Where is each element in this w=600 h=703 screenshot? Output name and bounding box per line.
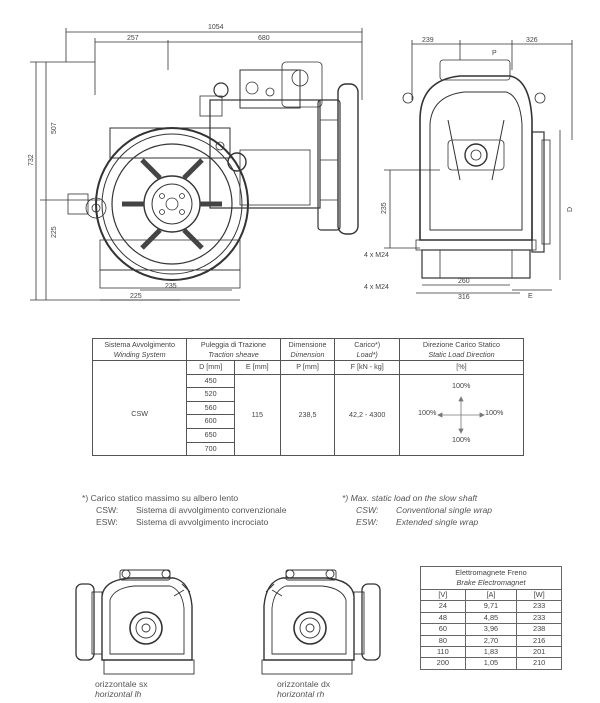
caption-rh: orizzontale dx horizontal rh: [277, 679, 330, 699]
dim-bottom-outer: 225: [130, 293, 142, 300]
dim-overall: 1054: [208, 24, 224, 31]
d-value: 600: [186, 414, 235, 429]
note-title-en: *) Max. static load on the slow shaft: [342, 493, 478, 503]
dim-d: D: [567, 207, 574, 212]
dim-left: 257: [127, 35, 139, 42]
dim-top-right: 326: [526, 37, 538, 44]
note-value: Sistema di avvolgimento incrociato: [136, 517, 269, 527]
unit-p: P [mm]: [279, 360, 336, 375]
notes-english: *) Max. static load on the slow shaft CS…: [342, 492, 492, 528]
caption-rh-en: horizontal rh: [277, 689, 325, 699]
e-value: 115: [233, 373, 281, 457]
dir-left: 100%: [417, 407, 437, 417]
d-value: 700: [186, 441, 235, 457]
p-value: 238,5: [279, 373, 336, 457]
view-lh-drawing: [75, 569, 195, 675]
note-key: CSW:: [96, 505, 119, 515]
dir-down: 100%: [451, 434, 471, 444]
dim-h-total: 732: [28, 154, 35, 166]
dim-top-left: 239: [422, 37, 434, 44]
side-view-drawing: 239 P 326 D 235 4 x M24 4 x M24 260 316 …: [364, 37, 574, 301]
caption-rh-it: orizzontale dx: [277, 679, 331, 689]
note-value: Extended single wrap: [396, 517, 479, 527]
brake-hdr-w: [W]: [516, 588, 562, 602]
caption-lh-it: orizzontale sx: [95, 679, 148, 689]
d-value: 560: [186, 400, 235, 416]
brake-title-en: Brake Electromagnet: [456, 578, 526, 587]
unit-pct: [%]: [398, 360, 525, 375]
dim-h-lower: 225: [51, 226, 58, 238]
note-value: Conventional single wrap: [396, 505, 493, 515]
note-title-it: *) Carico statico massimo su albero lent…: [82, 493, 239, 503]
dim-mid: 680: [258, 35, 270, 42]
dim-top-p: P: [492, 50, 497, 57]
view-rh-drawing: [261, 569, 381, 675]
brake-header-row: [V] [A] [W]: [420, 588, 562, 602]
dim-h: 235: [381, 202, 388, 214]
caption-lh-en: horizontal lh: [95, 689, 142, 699]
dim-h-upper: 507: [51, 122, 58, 134]
unit-f: F [kN - kg]: [334, 360, 400, 375]
brake-hdr-a: [A]: [464, 588, 518, 602]
d-value: 520: [186, 387, 235, 402]
spec-units-row: D [mm] E [mm] P [mm] F [kN - kg] [%]: [91, 360, 525, 375]
unit-d: D [mm]: [186, 360, 235, 375]
dim-bottom-inner: 235: [165, 283, 177, 290]
notes-italian: *) Carico statico massimo su albero lent…: [82, 492, 286, 528]
direction-arrows-icon: [437, 395, 485, 434]
d-value: 450: [186, 373, 235, 389]
dir-right: 100%: [484, 407, 504, 417]
front-view-drawing: 1054 257 680 732 507 225 235 225: [28, 24, 363, 301]
brake-title-it: Elettromagnete Freno: [455, 568, 527, 577]
dim-base-inner: 260: [458, 278, 470, 285]
direction-cell: 100% 100% 100% 100%: [398, 373, 525, 457]
dim-bolt1: 4 x M24: [364, 252, 389, 259]
note-key: CSW:: [356, 505, 379, 515]
system-cell: CSW: [91, 374, 188, 457]
unit-e: E [mm]: [233, 360, 281, 375]
d-value: 650: [186, 427, 235, 443]
note-key: ESW:: [96, 517, 118, 527]
dim-base-outer: 316: [458, 294, 470, 301]
brake-hdr-v: [V]: [420, 588, 466, 602]
dim-e: E: [528, 293, 533, 300]
caption-lh: orizzontale sx horizontal lh: [95, 679, 148, 699]
dir-up: 100%: [451, 380, 471, 390]
load-value: 42,2 - 4300: [334, 373, 400, 457]
note-value: Sistema di avvolgimento convenzionale: [136, 505, 287, 515]
hdr-load: Carico*)Load*): [334, 338, 400, 361]
note-key: ESW:: [356, 517, 378, 527]
dim-bolt2: 4 x M24: [364, 284, 389, 291]
